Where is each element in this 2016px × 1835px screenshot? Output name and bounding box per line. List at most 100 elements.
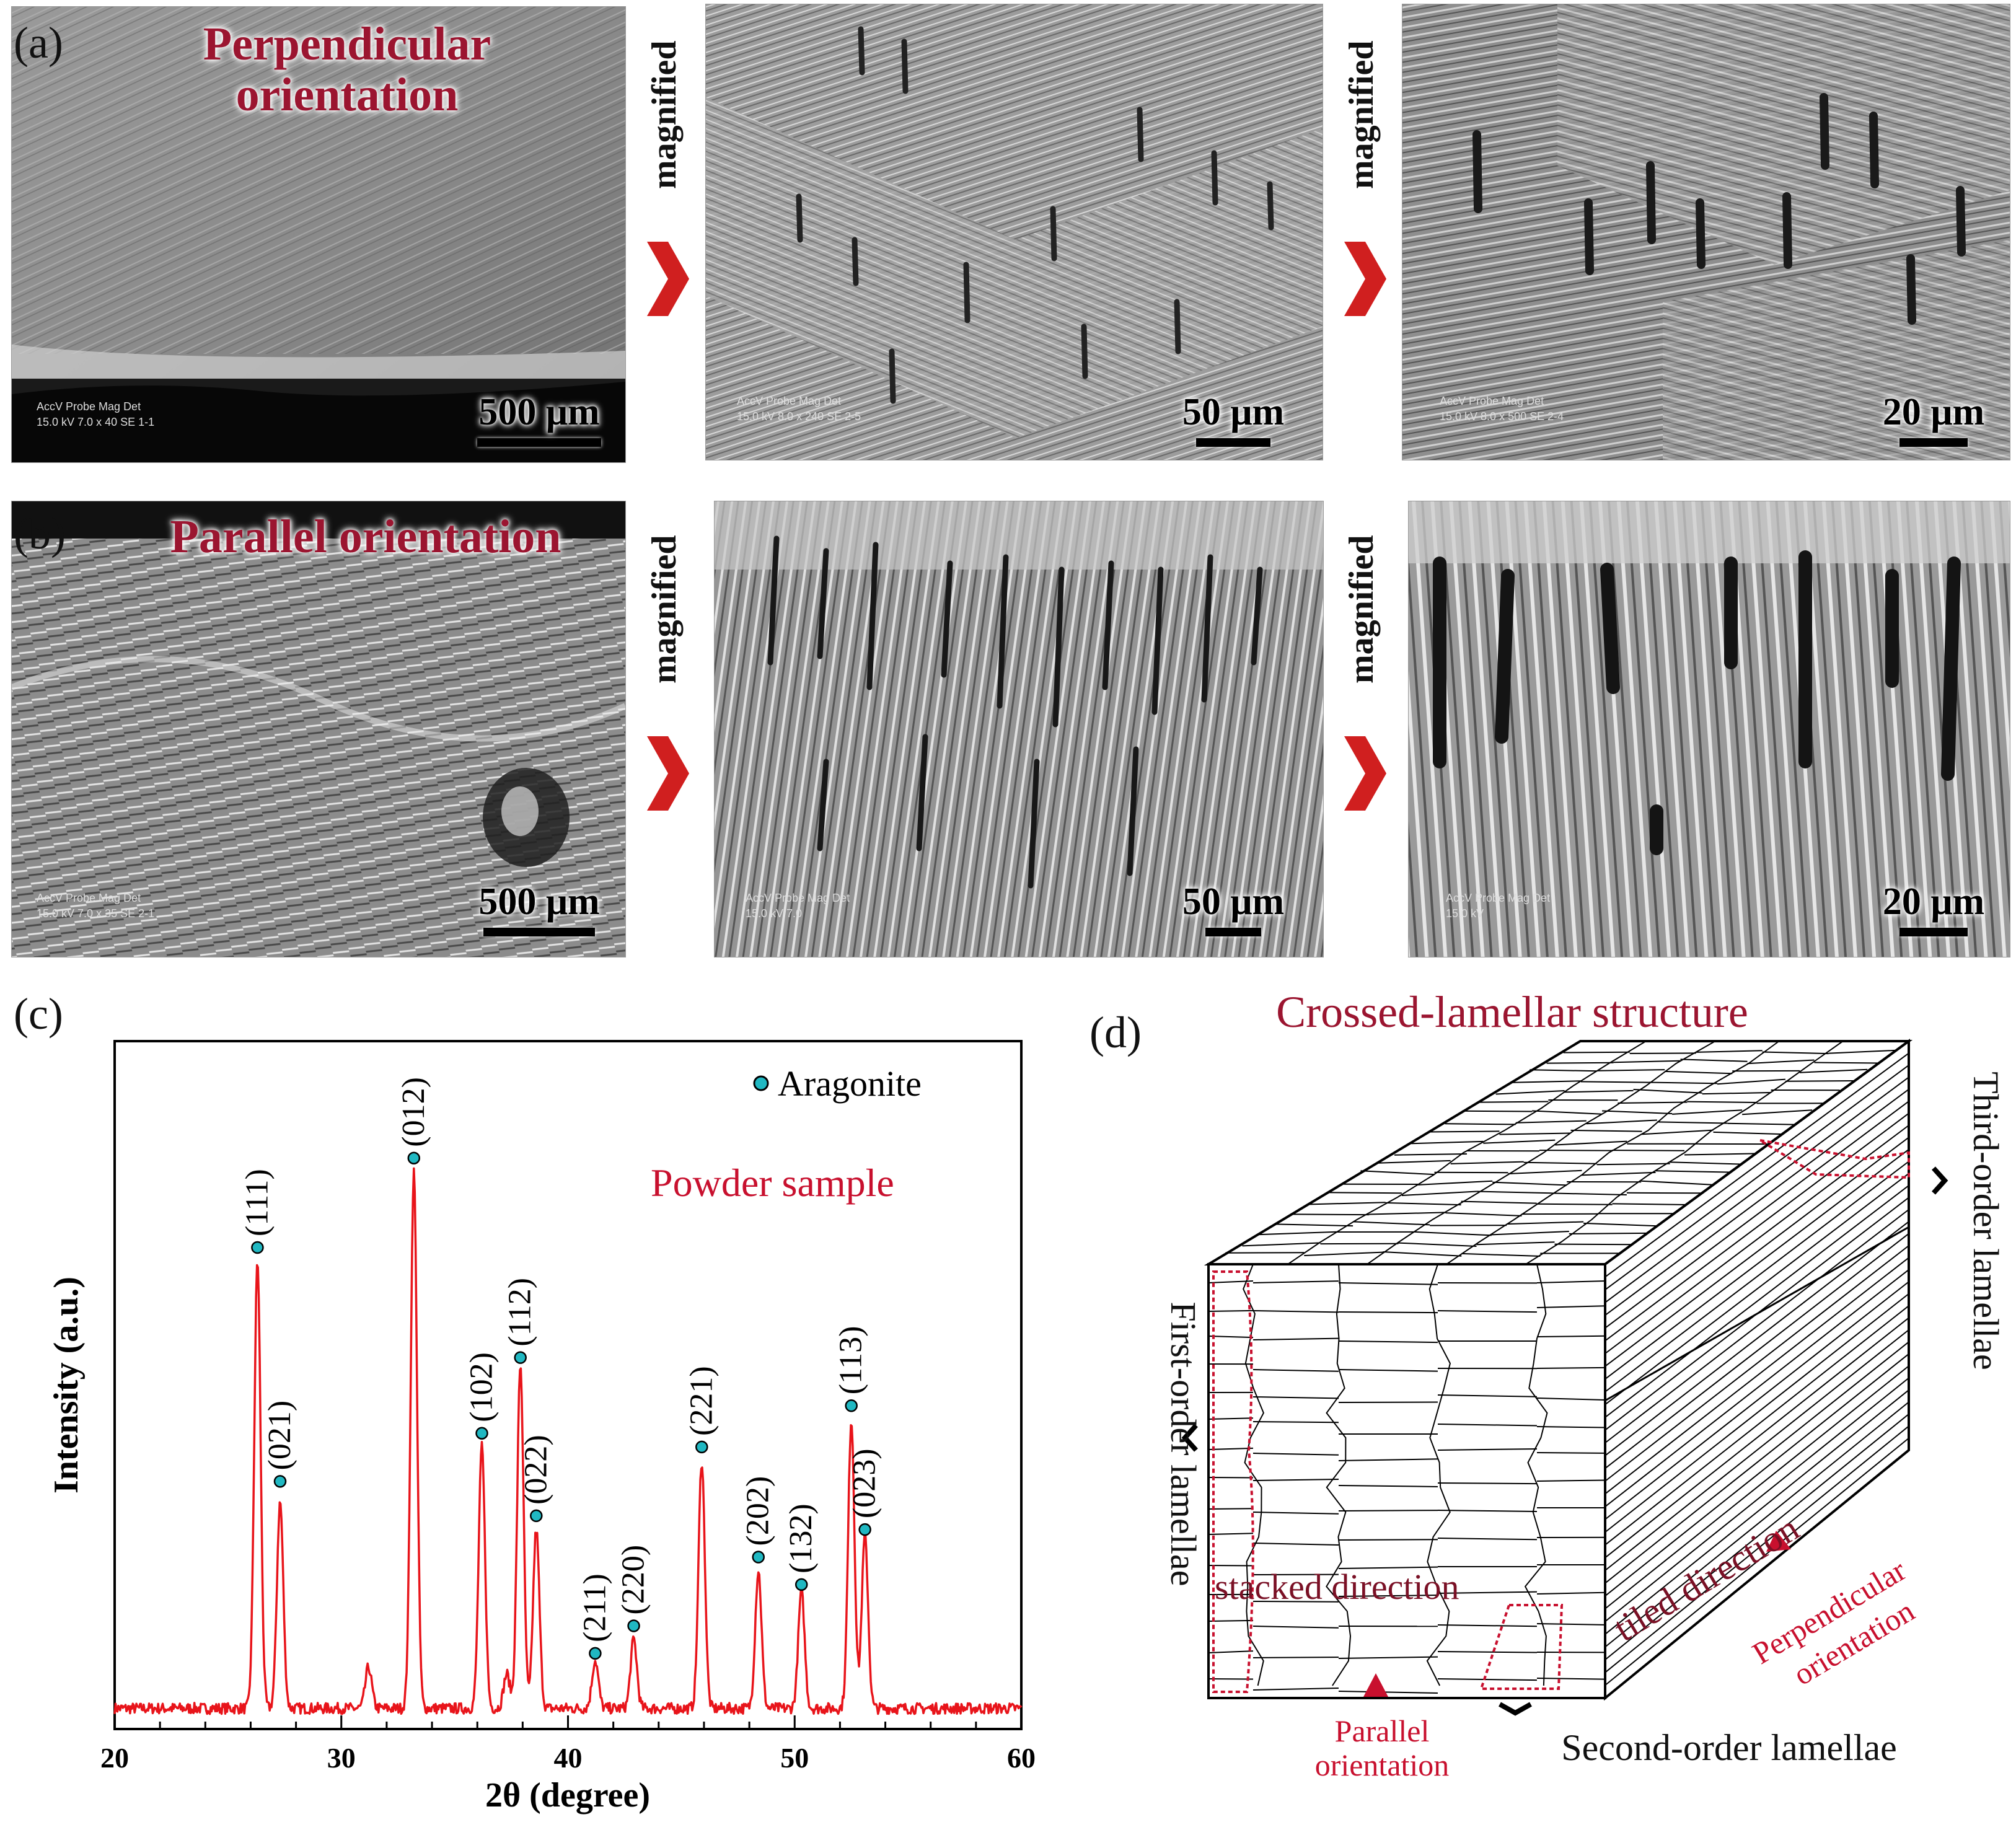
chevron-right-icon [1932, 1166, 1948, 1195]
lamella-line [1604, 1112, 1909, 1342]
lamella-line [1713, 1131, 1785, 1135]
lamella-line [1495, 1090, 1565, 1095]
lamella-line [1326, 1192, 1402, 1194]
scale-bar-label: 50 μm [1182, 881, 1285, 923]
parallel-label-line1: Parallel [1335, 1714, 1430, 1748]
lamella-line [1604, 1437, 1909, 1686]
sem-image-a2: AccV Probe Mag Det 15.0 kV 8.0 x 240 SE … [705, 4, 1323, 460]
lamella-line [1604, 1161, 1909, 1393]
peak-label: (022) [518, 1435, 553, 1505]
sem-info-values: 15.0 kV 8.0 x 500 SE 2-4 [1440, 410, 1564, 423]
stacked-direction-label: stacked direction [1215, 1567, 1459, 1607]
lamella-line [1742, 1109, 1813, 1116]
lamella-line [1604, 1341, 1909, 1584]
lamella-line [1554, 1243, 1633, 1246]
lamella-line [1536, 1426, 1606, 1428]
peak-marker [795, 1578, 808, 1591]
lamella-line [1252, 1310, 1339, 1313]
lamella-line [1437, 1482, 1538, 1485]
peak-label: (220) [616, 1545, 651, 1615]
lamella-line [1414, 1231, 1492, 1236]
lamella-line [1536, 1623, 1606, 1626]
lamella-line [1536, 1203, 1613, 1205]
lamella-line [1604, 1173, 1909, 1406]
lamella-line [1437, 1591, 1538, 1594]
lamella-line [1604, 1377, 1909, 1622]
first-order-boundary [1326, 1264, 1352, 1686]
lamella-line [1338, 1566, 1438, 1569]
peak-marker [273, 1475, 287, 1488]
sem-info-header: AccV Probe Mag Det [37, 892, 141, 904]
sem-texture [715, 501, 1323, 957]
lamella-line [1208, 1280, 1254, 1283]
lamella-line [1536, 1479, 1606, 1482]
sem-info-values: 15.0 kV [1446, 907, 1484, 920]
legend-label: Aragonite [778, 1063, 922, 1104]
sem-image-b1: AccV Probe Mag Det 15.0 kV 7.0 x 35 SE 2… [11, 501, 626, 957]
lamella-line [1437, 1624, 1538, 1627]
lamella-line [1696, 1050, 1763, 1053]
lamella-line [1604, 1076, 1909, 1303]
lamella-line [1655, 1170, 1730, 1173]
magnified-arrow-a1: magnified [638, 6, 694, 465]
first-order-label: First-order lamellae [1163, 1302, 1204, 1586]
sem-texture [1409, 501, 2010, 957]
second-order-highlight [1479, 1604, 1564, 1690]
peak-label: (132) [783, 1503, 819, 1573]
sem-info-values: 15.0 kV 7.0 x 35 SE 2-1 [37, 907, 155, 920]
lamella-line [1604, 1208, 1909, 1444]
lamella-line [1483, 1139, 1556, 1144]
lamella-line [1377, 1160, 1451, 1164]
peak-marker [845, 1399, 858, 1412]
lamella-line [1532, 1110, 1603, 1115]
lamella-line [1208, 1477, 1254, 1479]
triangle-up-icon [1363, 1673, 1388, 1697]
lamella-line [1338, 1656, 1438, 1659]
lamella-line [1536, 1678, 1606, 1680]
lamella-line [1369, 1212, 1446, 1215]
scale-bar-b1: 500 μm [465, 880, 614, 936]
lamella-line [1604, 1148, 1909, 1380]
lamella-line [1762, 1051, 1829, 1055]
lamella-line [1583, 1222, 1661, 1227]
peak-label: (211) [577, 1573, 612, 1642]
x-tick-label: 40 [554, 1742, 583, 1774]
lamella-line [1665, 1070, 1733, 1075]
lamella-line [1208, 1565, 1254, 1567]
lamella-line [1394, 1153, 1468, 1156]
scale-bar-line [477, 438, 601, 447]
lamella-line [1604, 1353, 1909, 1597]
lamella-line [1225, 1252, 1305, 1254]
lamella-line [1353, 1221, 1430, 1226]
lamella-line [1401, 1190, 1477, 1196]
lamella-line [1604, 1413, 1909, 1661]
panel-label-b: (b) [14, 509, 66, 558]
scale-bar-line [1196, 438, 1270, 447]
magnified-arrow-b1: magnified [638, 501, 694, 959]
lamella-line [1618, 1101, 1688, 1104]
lamella-line [1499, 1132, 1571, 1135]
lamella-line [1536, 1280, 1606, 1283]
lamella-line [1338, 1510, 1438, 1512]
lamella-line [1437, 1424, 1538, 1427]
lamella-line [1338, 1691, 1438, 1694]
lamella-line [1491, 1231, 1569, 1236]
lamella-line [1702, 1092, 1771, 1095]
chevron-right-icon [647, 736, 689, 811]
lamella-line [1536, 1397, 1606, 1401]
scale-bar-label: 500 μm [478, 391, 600, 433]
lamella-line [1338, 1595, 1438, 1597]
side-ridge [1604, 1226, 1909, 1402]
peak-label: (012) [396, 1077, 431, 1147]
lamella-line [1383, 1251, 1462, 1257]
parallel-label-line2: orientation [1315, 1748, 1450, 1782]
lamella-line [1604, 1088, 1909, 1316]
sem-image-b2: AccV Probe Mag Det 15.0 kV 7.0 [714, 501, 1324, 957]
magnified-label: magnified [645, 535, 684, 684]
peak-label: (111) [239, 1169, 275, 1236]
lamella-line [1461, 1252, 1541, 1257]
lamella-line [1604, 1257, 1909, 1495]
lamella-line [1252, 1688, 1339, 1691]
lamella-line [1304, 1251, 1383, 1256]
